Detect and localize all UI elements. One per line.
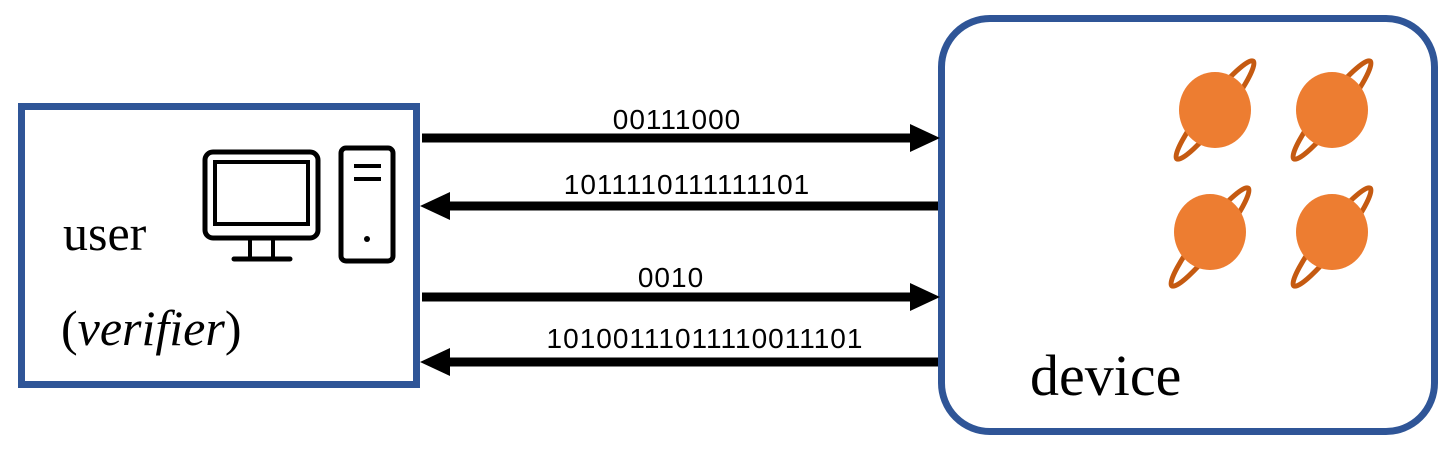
- message-1-label: 00111000: [612, 104, 742, 135]
- arrowhead-left-1: [420, 192, 450, 220]
- atom-icon: [1290, 185, 1374, 289]
- monitor-outer: [202, 149, 321, 241]
- message-3-label: 0010: [637, 262, 705, 293]
- verifier-label: (verifier): [61, 303, 241, 353]
- arrowhead-left-2: [420, 348, 450, 376]
- device-label: device: [1030, 343, 1182, 408]
- verifier-open-paren: (: [61, 300, 78, 356]
- monitor-screen: [213, 160, 310, 226]
- arrowhead-right-1: [910, 124, 940, 152]
- user-box: user (verifier): [18, 103, 420, 388]
- atom-icon: [1173, 58, 1257, 162]
- verifier-close-paren: ): [224, 300, 242, 356]
- computer-tower: [338, 145, 396, 264]
- arrowhead-right-2: [910, 283, 940, 311]
- verifier-role: verifier: [77, 300, 225, 356]
- atom-icon: [1168, 185, 1252, 289]
- message-4-label: 10100111011110011101: [546, 323, 864, 354]
- atom-icon: [1290, 58, 1374, 162]
- user-label: user: [63, 205, 147, 261]
- message-2-label: 1011110111111101: [563, 169, 811, 200]
- desktop-computer-icon: [202, 145, 396, 264]
